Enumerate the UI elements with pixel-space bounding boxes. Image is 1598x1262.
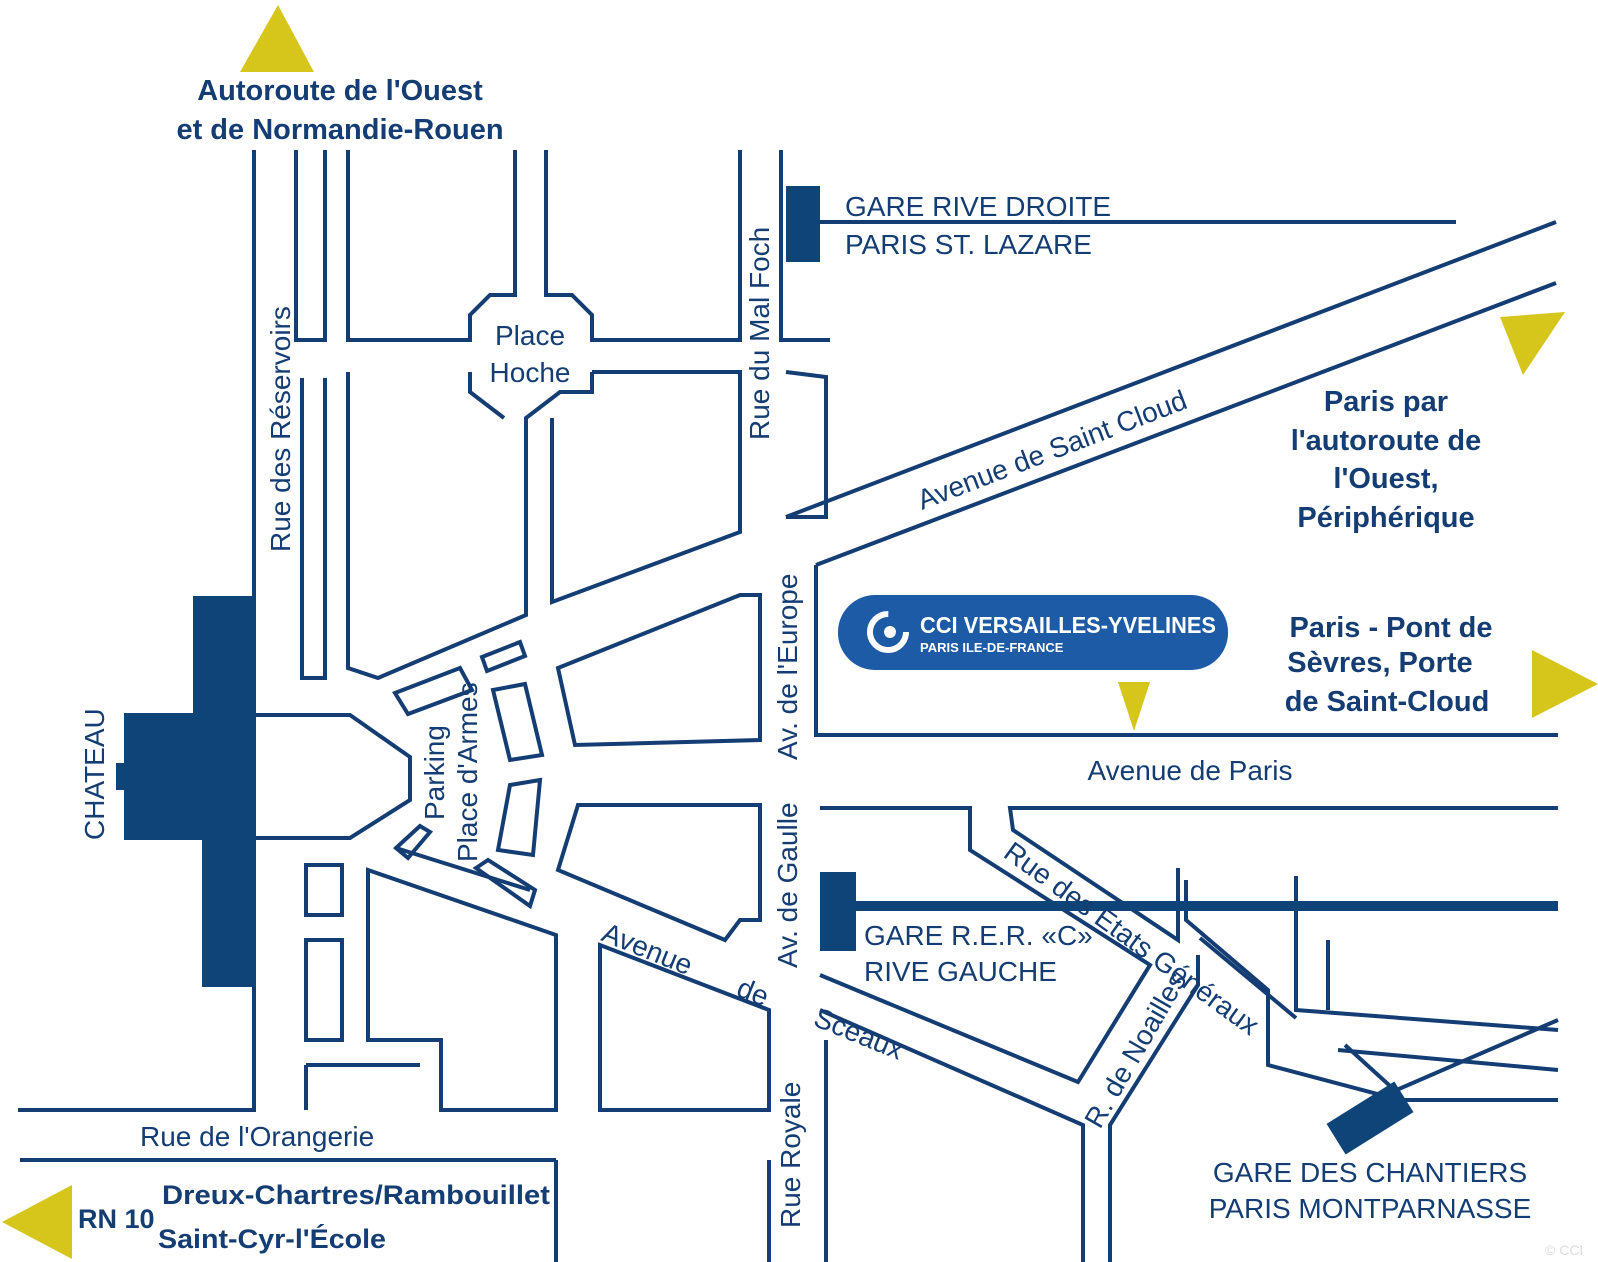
label-rue-orangerie: Rue de l'Orangerie <box>140 1121 374 1152</box>
station-rive-droite-building <box>786 186 820 262</box>
chateau-building <box>116 596 256 987</box>
label-chantiers-2: PARIS MONTPARNASSE <box>1209 1193 1532 1224</box>
label-av-europe: Av. de l'Europe <box>772 574 803 760</box>
buildings <box>116 186 1414 1155</box>
direction-arrows <box>2 5 1598 1259</box>
label-rue-reservoirs: Rue des Réservoirs <box>265 306 296 552</box>
label-parking-2: Place d'Armes <box>452 682 483 862</box>
label-paris-ouest-4: Périphérique <box>1297 502 1474 534</box>
label-rive-droite-2: PARIS ST. LAZARE <box>845 229 1092 260</box>
label-avenue-saint-cloud: Avenue de Saint Cloud <box>913 384 1191 515</box>
cci-badge: CCI VERSAILLES-YVELINES PARIS ILE-DE-FRA… <box>838 595 1228 670</box>
label-av-gaulle: Av. de Gaulle <box>772 802 803 968</box>
arrow-east-icon <box>1532 650 1598 718</box>
label-avenue-sceaux-1: Avenue <box>598 917 697 981</box>
label-rive-droite-1: GARE RIVE DROITE <box>845 191 1111 222</box>
label-rn10-code: RN 10 <box>78 1204 155 1234</box>
cci-badge-subtitle: PARIS ILE-DE-FRANCE <box>920 640 1064 655</box>
label-parking-1: Parking <box>419 725 450 820</box>
label-avenue-paris: Avenue de Paris <box>1088 755 1293 786</box>
station-rer-c-building <box>820 872 856 951</box>
label-avenue-sceaux-2: de <box>733 972 774 1012</box>
street-labels: Rue des Réservoirs Place Hoche Rue du Ma… <box>79 227 1292 1228</box>
railway-lines <box>800 220 1558 911</box>
label-rn10-2: Saint-Cyr-l'École <box>158 1223 386 1254</box>
label-chateau: CHATEAU <box>79 708 110 840</box>
arrow-northeast-icon <box>1500 312 1565 375</box>
label-rer-c-1: GARE R.E.R. «C» <box>864 920 1093 951</box>
label-place-hoche-1: Place <box>495 320 565 351</box>
cci-badge-name: CCI VERSAILLES-YVELINES <box>920 612 1216 638</box>
cci-logo-icon <box>867 611 909 653</box>
station-chantiers-building <box>1326 1081 1414 1155</box>
copyright-notice: © CCI <box>1545 1242 1583 1258</box>
label-rer-c-2: RIVE GAUCHE <box>864 956 1057 987</box>
label-paris-ouest-3: l'Ouest, <box>1333 463 1438 495</box>
station-labels: GARE RIVE DROITE PARIS ST. LAZARE GARE R… <box>845 191 1531 1224</box>
label-place-hoche-2: Hoche <box>490 357 571 388</box>
direction-labels: Autoroute de l'Ouest et de Normandie-Rou… <box>78 75 1493 1254</box>
label-rue-royale: Rue Royale <box>775 1082 806 1228</box>
label-rue-mal-foch: Rue du Mal Foch <box>744 227 775 440</box>
label-rn10-1: Dreux-Chartres/Rambouillet <box>162 1180 550 1210</box>
arrow-north-icon <box>240 5 314 72</box>
label-paris-ouest-2: l'autoroute de <box>1291 425 1482 457</box>
arrow-west-icon <box>2 1185 72 1259</box>
cci-location-marker-icon <box>1118 682 1150 731</box>
label-north-2: et de Normandie-Rouen <box>176 114 503 146</box>
label-chantiers-1: GARE DES CHANTIERS <box>1213 1157 1527 1188</box>
label-pont-sevres-3: de Saint-Cloud <box>1285 686 1490 718</box>
label-north-1: Autoroute de l'Ouest <box>197 75 483 107</box>
label-pont-sevres-2: Sèvres, Porte <box>1287 647 1472 679</box>
label-paris-ouest-1: Paris par <box>1324 386 1448 418</box>
label-pont-sevres-1: Paris - Pont de <box>1289 612 1492 644</box>
